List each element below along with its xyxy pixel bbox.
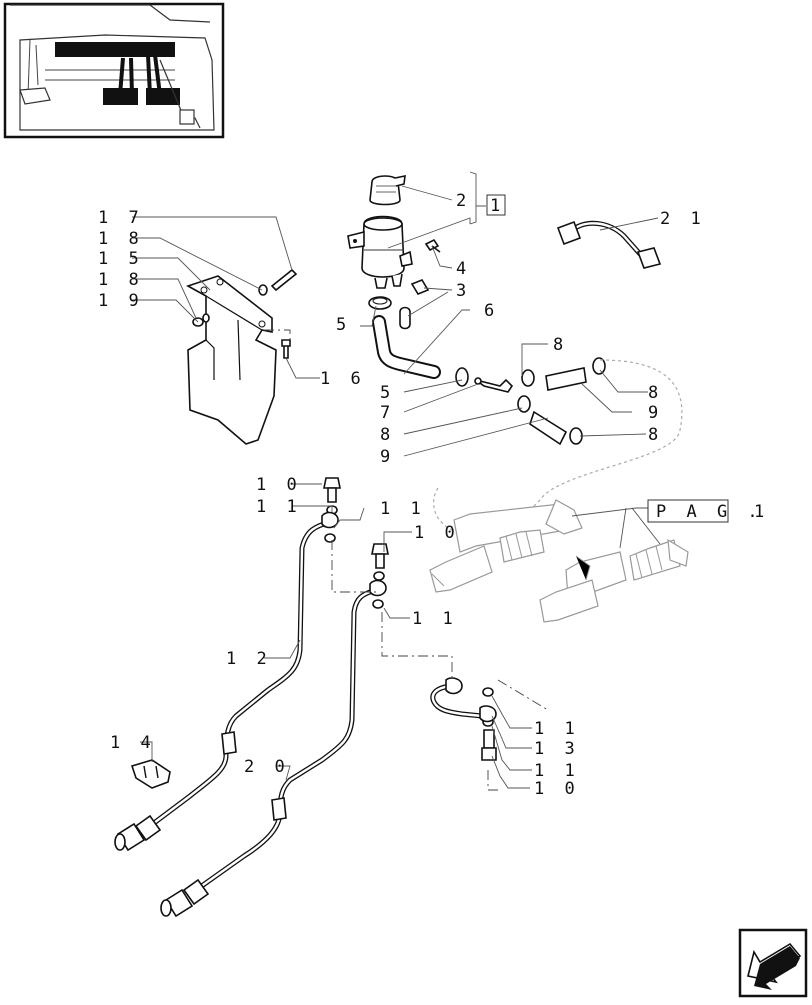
- brake-pipe-20: [160, 579, 387, 918]
- label-10-upper: 1 0: [256, 475, 302, 495]
- label-pag-number: 1: [754, 502, 769, 522]
- label-7: 7: [380, 403, 395, 423]
- supply-hose: [372, 315, 441, 379]
- label-18-lower: 1 8: [98, 270, 144, 290]
- banjo-bolt-upper: [323, 477, 341, 543]
- label-20: 2 0: [244, 757, 290, 777]
- label-pag-box: [647, 499, 729, 523]
- reservoir-screw: [424, 238, 441, 253]
- label-8-right-bottom: 8: [648, 425, 663, 445]
- label-12: 1 2: [226, 649, 272, 669]
- label-5-lower: 5: [380, 383, 395, 403]
- fluid-reservoir: [347, 174, 413, 289]
- bracket-bolt: [258, 268, 298, 296]
- label-17: 1 7: [98, 208, 144, 228]
- label-8-right-top: 8: [648, 383, 663, 403]
- label-9-right: 9: [648, 403, 663, 423]
- label-9-left: 9: [380, 447, 395, 467]
- leader-lines: [132, 171, 661, 789]
- label-18-upper: 1 8: [98, 229, 144, 249]
- label-4: 4: [456, 259, 471, 279]
- sensor-harness: [556, 220, 662, 269]
- label-15: 1 5: [98, 249, 144, 269]
- label-10-lower: 1 0: [534, 779, 580, 799]
- reservoir-connectors: [399, 279, 430, 330]
- brake-pipe-13: [430, 677, 497, 723]
- tee-connector: [455, 357, 606, 446]
- label-11-lower-a: 1 1: [534, 719, 580, 739]
- brake-pipe-12: [114, 511, 339, 852]
- label-pag: P A G .: [656, 502, 763, 522]
- label-21: 2 1: [660, 209, 706, 229]
- pedal-bracket: [186, 275, 277, 445]
- label-5-upper: 5: [336, 315, 351, 335]
- label-11-upper-right: 1 1: [380, 499, 426, 519]
- label-3: 3: [456, 281, 471, 301]
- label-11-middle: 1 1: [412, 609, 458, 629]
- label-1-box: [486, 194, 506, 216]
- master-cylinders: [429, 359, 689, 623]
- pipe-clip: [130, 759, 171, 789]
- label-13: 1 3: [534, 739, 580, 759]
- part-labels: 2 1 2 1 1 7 1 8 1 5 1 8 1 9 4 3 5 6 1 6 …: [98, 191, 769, 799]
- label-11-upper-left: 1 1: [256, 497, 302, 517]
- bracket-screw: [281, 339, 291, 359]
- label-11-lower-b: 1 1: [534, 761, 580, 781]
- label-19: 1 9: [98, 291, 144, 311]
- label-14: 1 4: [110, 733, 156, 753]
- assembly-lines: [264, 329, 549, 791]
- label-8-left: 8: [380, 425, 395, 445]
- banjo-bolt-middle: [371, 543, 389, 609]
- label-1: 1: [490, 196, 505, 216]
- label-10-middle: 1 0: [414, 523, 460, 543]
- label-8-top: 8: [553, 335, 568, 355]
- hose-clamp-upper: [368, 296, 392, 310]
- label-16: 1 6: [320, 369, 366, 389]
- label-2: 2: [456, 191, 471, 211]
- location-inset: [3, 2, 225, 139]
- next-page-arrow-icon[interactable]: [738, 928, 808, 998]
- label-6: 6: [484, 301, 499, 321]
